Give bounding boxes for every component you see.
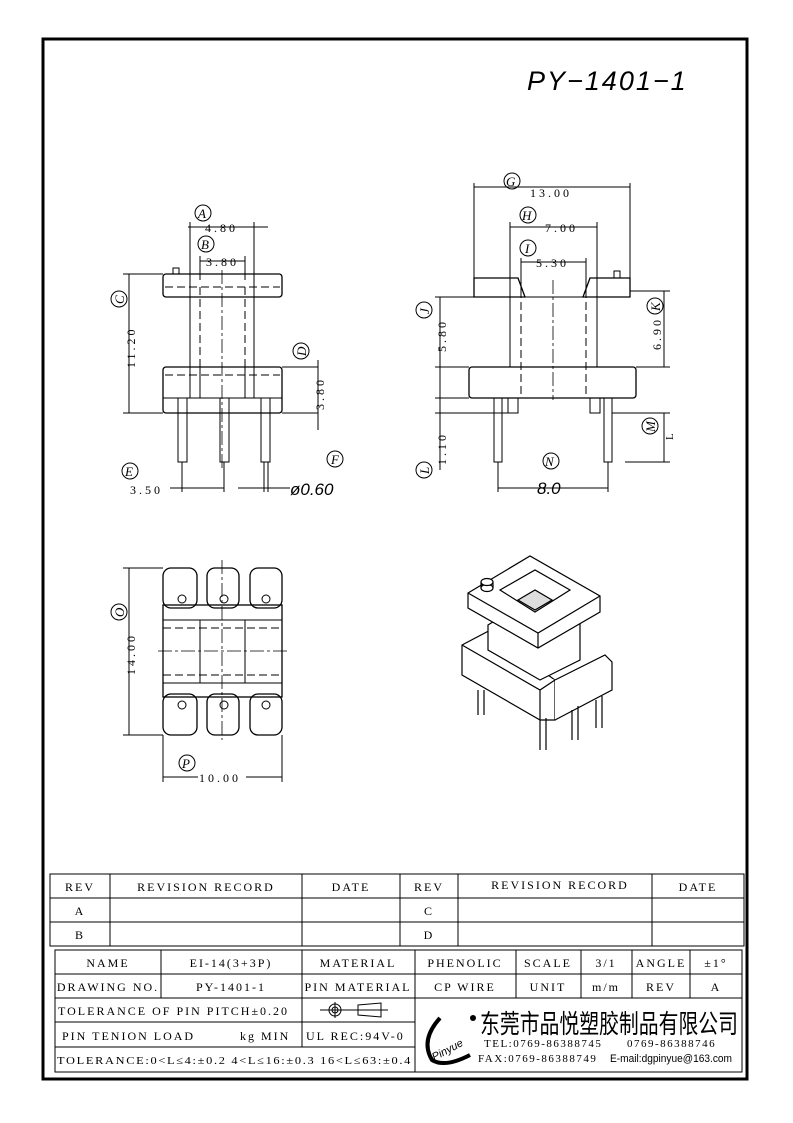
dim-j: 5.80 [435, 319, 449, 352]
dim-g: 13.00 [530, 186, 572, 200]
unit-value: m/m [592, 980, 620, 994]
dim-o: 14.00 [124, 633, 138, 675]
callout-n: N [544, 454, 555, 469]
material-label: MATERIAL [320, 956, 397, 970]
callout-k: K [648, 301, 663, 312]
callout-c: C [112, 295, 127, 304]
title-block: NAME EI-14(3+3P) MATERIAL PHENOLIC SCALE… [54, 949, 743, 1073]
rev-c: C [424, 904, 434, 918]
callout-d: D [294, 346, 309, 357]
projection-symbol-icon [320, 1002, 388, 1018]
rev-header: REV [65, 880, 95, 894]
date-header-2: DATE [679, 880, 718, 894]
front-view: 4.80 3.80 11.20 3.80 3.50 ø0.60 [123, 221, 334, 499]
company-tel-2: 0769-86388746 [627, 1038, 716, 1050]
dim-m: L [664, 432, 676, 440]
company-logo: Pinyue [425, 1015, 476, 1066]
date-header: DATE [332, 880, 371, 894]
pin-tension-label: PIN TENION LOAD [62, 1029, 195, 1043]
rev-value: A [711, 980, 722, 994]
tolerance-note: TOLERANCE:0<L≤4:±0.2 4<L≤16:±0.3 16<L≤63… [57, 1055, 412, 1067]
side-view: 13.00 7.00 5.30 5.80 6.90 1.10 L 8.0 [435, 183, 676, 498]
dim-b: 3.80 [206, 255, 239, 269]
callout-h: H [521, 208, 532, 223]
callout-g: G [506, 174, 516, 189]
scale-value: 3/1 [595, 956, 616, 970]
company-name: 东莞市品悦塑胶制品有限公司 [480, 1010, 738, 1040]
callout-m: M [643, 420, 658, 433]
unit-label: UNIT [530, 980, 567, 994]
ul-rec: UL REC:94V-0 [306, 1029, 405, 1043]
rev-label: REV [646, 980, 676, 994]
callout-l: L [417, 467, 432, 475]
company-email: E-mail:dgpinyue@163.com [610, 1053, 732, 1065]
dim-k: 6.90 [650, 317, 664, 350]
dim-p: 10.00 [199, 771, 241, 785]
callout-b: B [201, 237, 209, 252]
callout-j: J [417, 307, 432, 314]
dim-c: 11.20 [124, 326, 138, 368]
rev-a: A [75, 904, 86, 918]
angle-value: ±1° [704, 956, 727, 970]
rev-b: B [75, 928, 85, 942]
callouts [110, 172, 664, 772]
revision-table: REV REVISION RECORD DATE REV REVISION RE… [49, 873, 745, 947]
angle-label: ANGLE [636, 956, 687, 970]
callout-f: F [330, 452, 340, 467]
company-fax: FAX:0769-86388749 [478, 1053, 597, 1065]
pin-material-label: PIN MATERIAL [305, 980, 412, 994]
drawing-no-label: DRAWING NO. [57, 980, 159, 994]
dim-f: ø0.60 [290, 480, 334, 499]
drawing-frame [41, 37, 749, 1081]
revision-record-header-2: REVISION RECORD [491, 878, 629, 892]
revision-record-header: REVISION RECORD [137, 880, 275, 894]
dim-i: 5.30 [536, 256, 569, 270]
dim-h: 7.00 [545, 221, 578, 235]
pin-pitch-tolerance: TOLERANCE OF PIN PITCH±0.20 [58, 1004, 289, 1018]
callout-o: O [112, 607, 127, 617]
name-value: EI-14(3+3P) [190, 956, 273, 970]
bottom-view: 14.00 10.00 [123, 560, 288, 785]
dim-l: 1.10 [435, 432, 449, 465]
dim-d: 3.80 [313, 377, 327, 410]
pin-tension-unit: kg MIN [240, 1029, 290, 1043]
callout-p: P [181, 756, 190, 771]
drawing-title: PY−1401−1 [527, 66, 688, 96]
dim-n: 8.0 [537, 479, 561, 498]
drawing-no-value: PY-1401-1 [196, 980, 266, 994]
callout-letters: A B C D E F G H I J K L M N O P [112, 174, 663, 771]
rev-header-2: REV [414, 880, 444, 894]
name-label: NAME [86, 956, 129, 970]
rev-d: D [424, 928, 435, 942]
material-value: PHENOLIC [427, 956, 502, 970]
callout-a: A [197, 206, 206, 221]
scale-label: SCALE [524, 956, 572, 970]
dim-a: 4.80 [205, 221, 238, 235]
company-tel: TEL:0769-86388745 [484, 1038, 602, 1050]
dim-e: 3.50 [130, 483, 163, 497]
pin-material-value: CP WIRE [434, 980, 496, 994]
isometric-view [461, 555, 613, 750]
callout-i: I [524, 241, 530, 256]
callout-e: E [124, 464, 133, 479]
